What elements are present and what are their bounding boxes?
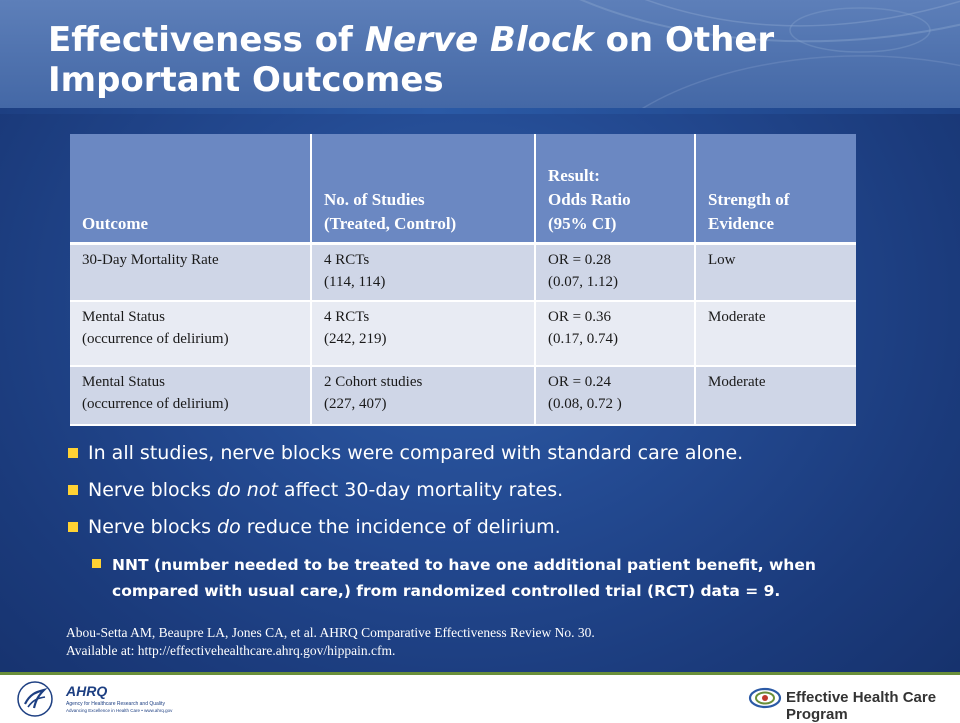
- ehc-program-logo-icon: [748, 687, 782, 709]
- table-row: 30-Day Mortality Rate 4 RCTs(114, 114) O…: [70, 243, 856, 302]
- cell-studies: 4 RCTs(242, 219): [311, 301, 536, 367]
- decorative-swirl: [579, 0, 960, 108]
- slide-header: Effectiveness of Nerve Block on Other Im…: [0, 0, 960, 108]
- header-result: Result:Odds Ratio(95% CI): [535, 134, 696, 245]
- header-outcome: Outcome: [70, 134, 312, 245]
- table-row: Mental Status(occurrence of delirium) 2 …: [70, 366, 856, 426]
- header-studies: No. of Studies(Treated, Control): [311, 134, 536, 245]
- cell-strength: Low: [695, 243, 856, 302]
- sub-bullet-item: NNT (number needed to be treated to have…: [92, 552, 908, 604]
- cell-studies: 4 RCTs(114, 114): [311, 243, 536, 302]
- cell-strength: Moderate: [695, 301, 856, 367]
- cell-result: OR = 0.24(0.08, 0.72 ): [535, 366, 696, 426]
- bullet-item: In all studies, nerve blocks were compar…: [68, 440, 908, 477]
- ahrq-tagline: Agency for Healthcare Research and Quali…: [66, 701, 165, 707]
- slide-title: Effectiveness of Nerve Block on Other Im…: [48, 20, 775, 100]
- reference-citation: Abou-Setta AM, Beaupre LA, Jones CA, et …: [66, 624, 866, 660]
- cell-strength: Moderate: [695, 366, 856, 426]
- bullet-square-icon: [68, 448, 78, 458]
- table-row: Mental Status(occurrence of delirium) 4 …: [70, 301, 856, 367]
- bullet-item: Nerve blocks do reduce the incidence of …: [68, 514, 908, 551]
- table-header-row: Outcome No. of Studies(Treated, Control)…: [70, 134, 856, 245]
- hhs-eagle-icon: [17, 681, 53, 717]
- ehc-program-name: Effective Health Care Program: [786, 689, 937, 723]
- cell-result: OR = 0.28(0.07, 1.12): [535, 243, 696, 302]
- bullet-list: In all studies, nerve blocks were compar…: [68, 440, 908, 604]
- bullet-item: Nerve blocks do not affect 30-day mortal…: [68, 477, 908, 514]
- bullet-square-icon: [92, 559, 101, 568]
- header-band: [0, 108, 960, 114]
- title-emphasis: Nerve Block: [364, 20, 594, 60]
- ahrq-tagline-2: Advancing Excellence in Health Care • ww…: [66, 708, 173, 713]
- slide-footer: AHRQ Agency for Healthcare Research and …: [0, 672, 960, 723]
- reference-link: Available at: http://effectivehealthcare…: [66, 643, 396, 658]
- ahrq-logo-text: AHRQ: [66, 683, 108, 699]
- cell-studies: 2 Cohort studies(227, 407): [311, 366, 536, 426]
- bullet-square-icon: [68, 485, 78, 495]
- bullet-square-icon: [68, 522, 78, 532]
- reference-line: Abou-Setta AM, Beaupre LA, Jones CA, et …: [66, 625, 595, 640]
- cell-result: OR = 0.36(0.17, 0.74): [535, 301, 696, 367]
- results-table: Outcome No. of Studies(Treated, Control)…: [70, 134, 856, 426]
- cell-outcome: Mental Status(occurrence of delirium): [70, 301, 312, 367]
- cell-outcome: Mental Status(occurrence of delirium): [70, 366, 312, 426]
- cell-outcome: 30-Day Mortality Rate: [70, 243, 312, 302]
